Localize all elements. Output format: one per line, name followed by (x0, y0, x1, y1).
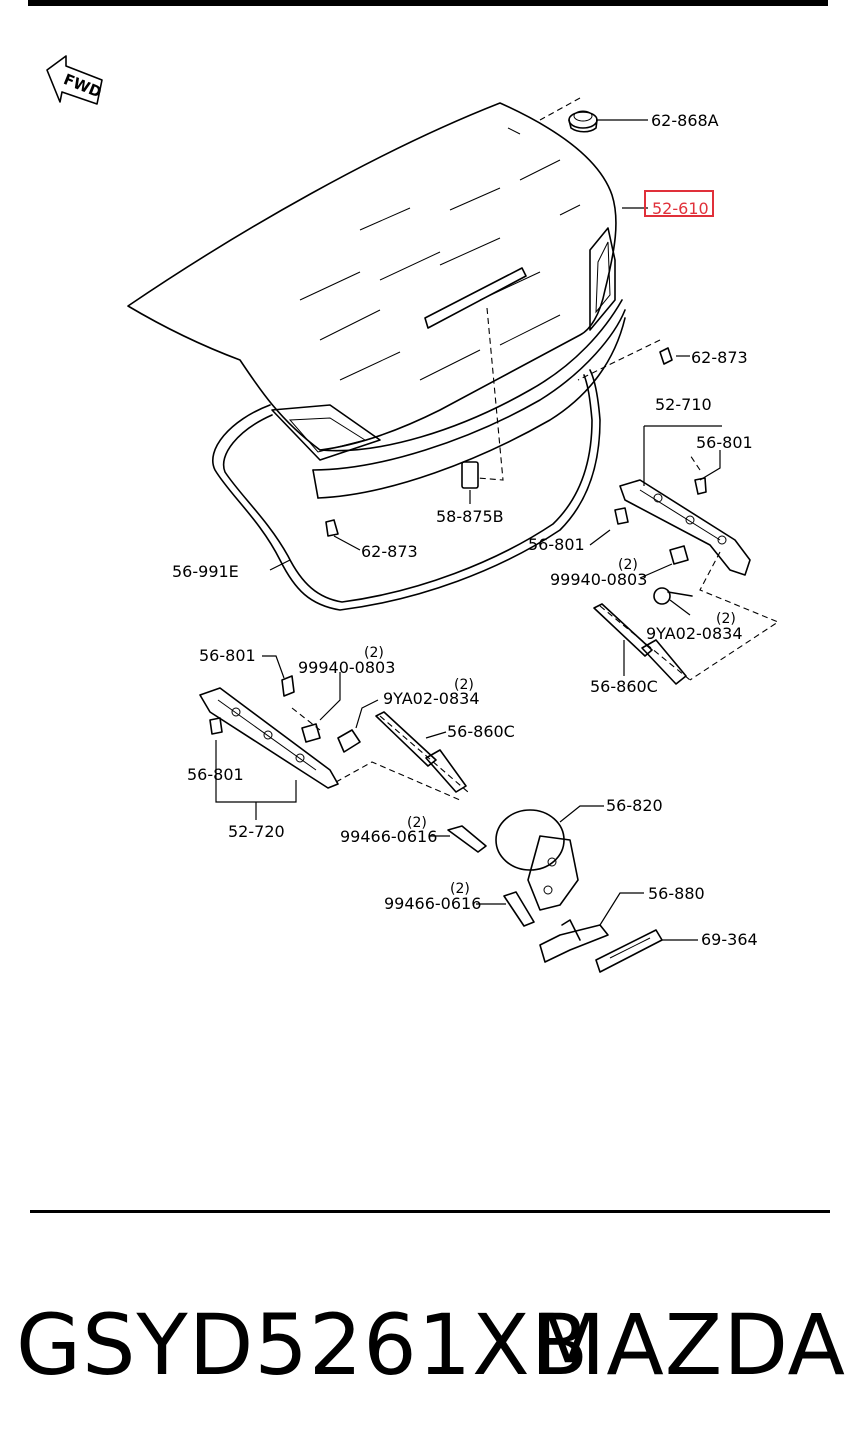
part-number: GSYD5261XB (16, 1296, 590, 1394)
brand-name: MAZDA (532, 1296, 846, 1394)
label-hinge-left: 52-720 (228, 822, 285, 841)
label-bolt-right-top: 56-801 (696, 433, 753, 452)
grommet-top-part (568, 110, 598, 133)
label-nut-left: 99940-0803 (298, 658, 395, 677)
highlight-box (644, 190, 714, 217)
qty-lock-bolt-lower: (2) (450, 881, 470, 897)
label-trunk-lid: 52-610 (652, 199, 709, 218)
label-bumper-left: 62-873 (361, 542, 418, 561)
qty-nut-right: (2) (618, 557, 638, 573)
bottom-rule (30, 1210, 830, 1213)
label-damper-right: 56-860C (590, 677, 658, 696)
label-bolt-left-top: 56-801 (199, 646, 256, 665)
weatherstrip-outline (212, 369, 601, 611)
striker-part (539, 919, 609, 963)
parts-diagram: FWD (46, 55, 780, 973)
label-striker: 56-880 (648, 884, 705, 903)
label-lock: 56-820 (606, 796, 663, 815)
label-bolt-left-bottom: 56-801 (187, 765, 244, 784)
fwd-arrow-icon: FWD (46, 55, 104, 105)
label-weatherstrip: 56-991E (172, 562, 239, 581)
label-damper-left: 56-860C (447, 722, 515, 741)
label-bolt-right-mid: 56-801 (528, 535, 585, 554)
qty-stud-left: (2) (454, 677, 474, 693)
bumper-left-part (325, 519, 339, 537)
damper-left-part (375, 711, 467, 793)
label-grommet-top: 62-868A (651, 111, 719, 130)
qty-nut-left: (2) (364, 645, 384, 661)
top-rule (28, 0, 828, 6)
qty-lock-bolt-upper: (2) (407, 815, 427, 831)
bumper-right-part (659, 347, 673, 365)
label-stud-right: 9YA02-0834 (646, 624, 743, 643)
label-nut-right: 99940-0803 (550, 570, 647, 589)
stopper-part (461, 461, 479, 489)
damper-right-part (593, 587, 693, 685)
trunk-lid-outline (127, 102, 626, 499)
label-stopper: 58-875B (436, 507, 504, 526)
label-bumper-right: 62-873 (691, 348, 748, 367)
fwd-label: FWD (61, 70, 104, 101)
hinge-right-part (614, 477, 751, 576)
label-lock-bolt-upper: 99466-0616 (340, 827, 437, 846)
qty-stud-right: (2) (716, 611, 736, 627)
lock-part (447, 809, 579, 927)
footer: GSYD5261XB MAZDA (0, 1290, 864, 1400)
label-hinge-right: 52-710 (655, 395, 712, 414)
label-striker-cover: 69-364 (701, 930, 758, 949)
label-stud-left: 9YA02-0834 (383, 689, 480, 708)
hinge-left-part (199, 675, 361, 789)
label-lock-bolt-lower: 99466-0616 (384, 894, 481, 913)
